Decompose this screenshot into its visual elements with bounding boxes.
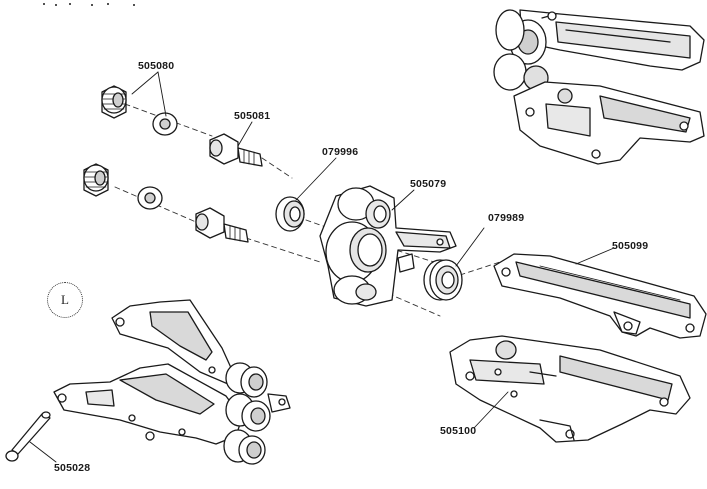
top-corner-marks [43, 3, 135, 6]
hinge-pin-505028 [5, 411, 51, 462]
arm-505100 [449, 335, 691, 443]
hub-carrier-505079 [319, 185, 457, 307]
washer-upper [152, 112, 178, 136]
label-505079: 505079 [410, 178, 447, 190]
arm-505099 [493, 253, 707, 339]
label-505100: 505100 [440, 425, 477, 437]
label-505080: 505080 [138, 60, 175, 72]
pin-upper [209, 133, 263, 167]
label-505099: 505099 [612, 240, 649, 252]
label-079989: 079989 [488, 212, 525, 224]
bearing-079989 [423, 259, 463, 301]
leader-lines [29, 71, 615, 463]
side-marker-circle: L [47, 282, 83, 318]
top-right-arm-assembly [493, 9, 705, 165]
nut-lower [83, 163, 109, 197]
bottom-left-arm-assembly [53, 299, 291, 465]
side-marker-text: L [61, 292, 69, 307]
label-505081: 505081 [234, 110, 271, 122]
label-505028: 505028 [54, 462, 91, 474]
washer-lower [137, 186, 163, 210]
pin-lower [195, 207, 249, 243]
bearing-079996 [275, 196, 305, 232]
nut-upper [101, 85, 127, 119]
label-079996: 079996 [322, 146, 359, 158]
